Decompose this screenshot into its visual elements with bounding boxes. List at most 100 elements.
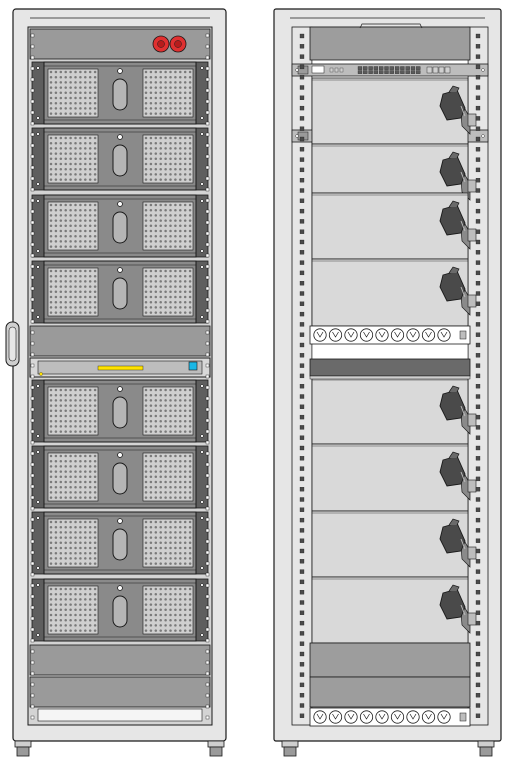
door-handle[interactable] (5, 321, 20, 367)
switch-port (405, 66, 410, 70)
switch-port (400, 66, 405, 70)
switch-port (400, 70, 405, 74)
switch-port (384, 66, 389, 70)
front-rail-holes (30, 33, 210, 720)
cable-unit (311, 443, 477, 512)
vent-right (142, 134, 194, 184)
server-handle (112, 396, 128, 429)
server-led (117, 68, 123, 74)
rear-cable-units (311, 77, 477, 644)
power-socket (344, 710, 358, 724)
front-servers-top (31, 61, 209, 324)
console-indicator-bar (97, 365, 144, 371)
rear-cabinet (273, 8, 502, 757)
server-led (117, 267, 123, 273)
power-socket (390, 710, 405, 724)
vent-right (142, 68, 194, 118)
power-socket (406, 710, 420, 724)
switch-port (416, 70, 421, 74)
power-socket (359, 710, 374, 724)
server-handle (112, 277, 128, 310)
server-unit (31, 445, 209, 509)
switch-port (357, 66, 363, 70)
power-socket (313, 328, 327, 342)
console-button[interactable] (188, 361, 198, 371)
power-socket (328, 710, 343, 724)
switch-port (394, 66, 400, 70)
server-led (117, 585, 123, 591)
front-cabinet (5, 8, 227, 757)
rear-top-shelf (309, 26, 471, 61)
power-strip (309, 707, 471, 727)
red-button[interactable] (169, 35, 187, 53)
rear-rail-holes (299, 33, 481, 718)
server-unit (31, 127, 209, 191)
rear-bottom-shelf (309, 642, 471, 678)
server-handle (112, 462, 128, 495)
power-socket (328, 328, 343, 342)
cable-unit (311, 377, 477, 445)
cable-unit (311, 576, 477, 644)
switch-port (363, 70, 368, 74)
cable-unit (311, 258, 477, 327)
rear-foot (281, 740, 299, 757)
red-button[interactable] (152, 35, 170, 53)
switch-port (394, 70, 400, 74)
vent-left (47, 452, 99, 502)
server-led (117, 452, 123, 458)
power-socket (390, 328, 405, 342)
switch-port (368, 70, 373, 74)
server-led (117, 134, 123, 140)
switch-port (405, 70, 410, 74)
switch-port (389, 70, 394, 74)
vent-left (47, 267, 99, 317)
power-socket (344, 328, 358, 342)
server-handle (112, 78, 128, 111)
switch-port (373, 66, 379, 70)
vent-right (142, 267, 194, 317)
server-handle (112, 528, 128, 561)
switch-port (379, 70, 384, 74)
vent-left (47, 518, 99, 568)
switch-port (379, 66, 384, 70)
cable-unit (311, 510, 477, 578)
cable-unit (311, 143, 477, 201)
front-foot (14, 740, 32, 757)
rear-foot (477, 740, 495, 757)
cable-unit (311, 77, 477, 145)
vent-right (142, 201, 194, 251)
server-led (117, 518, 123, 524)
vent-right (142, 452, 194, 502)
rear-dark-bar (309, 358, 471, 377)
power-socket (437, 328, 451, 342)
power-socket (359, 328, 374, 342)
switch-port (384, 70, 389, 74)
vent-right (142, 386, 194, 436)
vent-left (47, 134, 99, 184)
server-handle (112, 595, 128, 628)
server-unit (31, 260, 209, 324)
switch-port (368, 66, 373, 70)
server-unit (31, 194, 209, 258)
front-foot (207, 740, 225, 757)
power-socket (375, 710, 389, 724)
power-socket (406, 328, 420, 342)
switch-port (410, 70, 416, 74)
front-bottom-panel (29, 644, 211, 676)
switch-port (416, 66, 421, 70)
server-unit (31, 379, 209, 443)
switch-port (410, 66, 416, 70)
vent-left (47, 585, 99, 635)
vent-left (47, 386, 99, 436)
switch-port (373, 70, 379, 74)
server-led (117, 201, 123, 207)
switch-port (357, 70, 363, 74)
power-socket (437, 710, 451, 724)
console-unit (29, 357, 211, 378)
front-servers-bottom (31, 379, 209, 642)
power-socket (313, 710, 327, 724)
switch-port (363, 66, 368, 70)
cable-unit (311, 192, 477, 260)
server-led (117, 386, 123, 392)
